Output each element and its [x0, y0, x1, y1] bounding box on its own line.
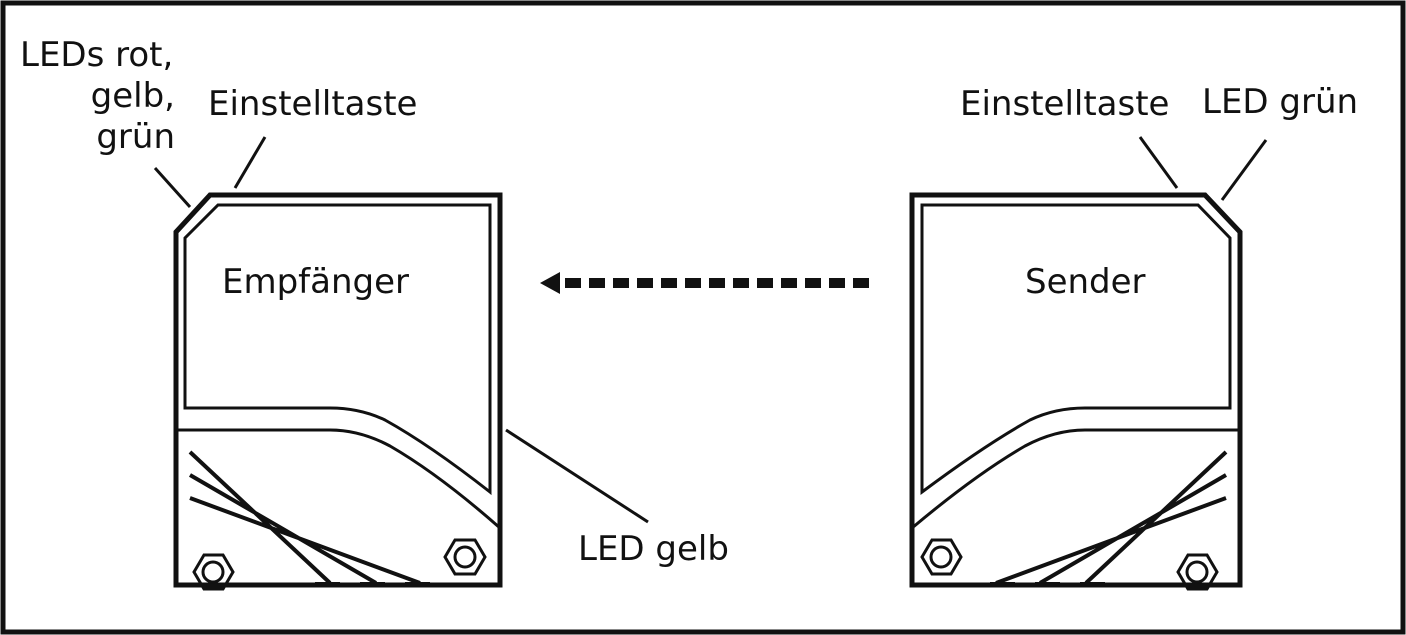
sender-nut-left	[920, 538, 963, 576]
label-leds-line3: grün	[96, 117, 175, 157]
receiver-window	[183, 203, 492, 496]
receiver-nut-right	[443, 538, 487, 576]
leader-right-led	[1220, 139, 1268, 201]
label-leds-line2: gelb,	[91, 76, 175, 116]
leader-left-leds	[153, 166, 192, 209]
sender-grooves	[995, 450, 1228, 585]
receiver-base-divider	[176, 428, 501, 530]
sender-nut-right	[1176, 553, 1219, 591]
label-left-button: Einstelltaste	[208, 84, 417, 124]
sender-base-divider	[911, 428, 1240, 530]
beam-arrowhead	[540, 272, 560, 294]
sender-window	[920, 203, 1232, 495]
label-led-yellow: LED gelb	[578, 529, 729, 569]
beam-arrow	[540, 272, 875, 294]
receiver-grooves	[188, 450, 421, 585]
leader-led-yellow	[505, 428, 649, 524]
receiver-housing	[173, 192, 503, 588]
label-right-led: LED grün	[1202, 82, 1358, 122]
sender-housing	[909, 192, 1243, 588]
leader-right-button	[1138, 136, 1179, 189]
label-leds-line1: LEDs rot,	[20, 35, 173, 75]
label-receiver: Empfänger	[222, 262, 409, 302]
receiver-nut-left	[192, 553, 235, 591]
sender-device	[909, 192, 1243, 591]
leader-left-button	[233, 136, 267, 189]
label-sender: Sender	[1025, 262, 1146, 302]
receiver-device	[173, 192, 503, 591]
label-right-button: Einstelltaste	[960, 84, 1169, 124]
